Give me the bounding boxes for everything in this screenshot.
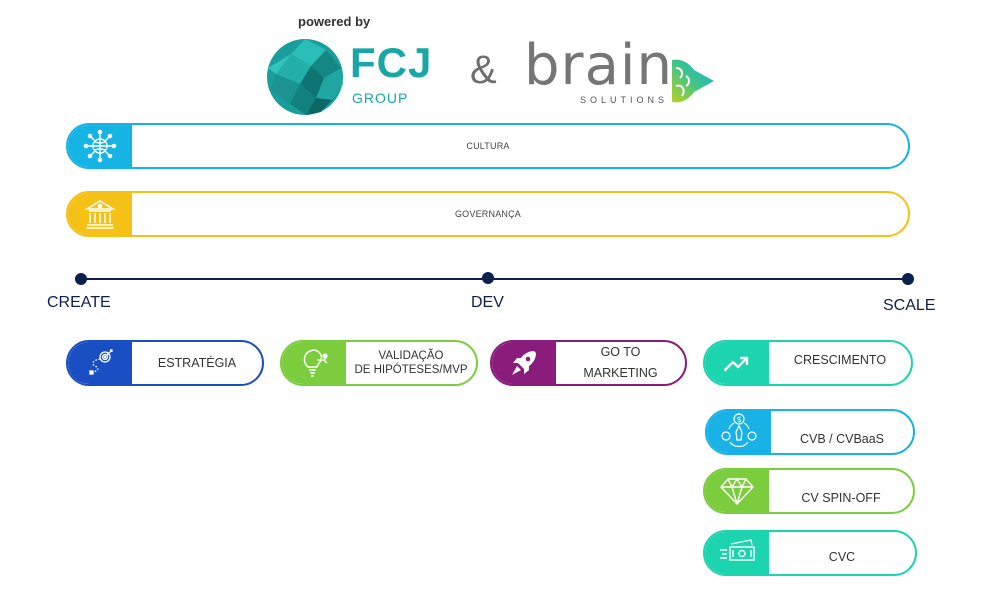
gotomarket-pill: GO TO MARKETING [490,340,687,386]
cvb-label: CVB / CVBaaS [799,431,885,446]
validacao-line2: DE HIPÓTESES/MVP [354,364,468,376]
validacao-label: VALIDAÇÃO DE HIPÓTESES/MVP [346,349,476,378]
governanca-label: GOVERNANÇA [454,209,521,219]
brain-wordmark: brain [524,33,673,98]
institution-building-icon [68,193,132,235]
cvc-label: CVC [828,549,856,564]
gotomarket-line1: GO TO [600,344,641,359]
fcj-wordmark: FCJ [350,39,433,86]
cultura-label: CULTURA [466,141,510,151]
estrategia-pill: ESTRATÉGIA [66,340,264,386]
timeline-dot-dev [482,272,494,284]
validacao-line1: VALIDAÇÃO [378,349,444,362]
trend-up-icon [705,342,769,384]
brain-play-icon [672,59,714,103]
fcj-sphere-logo [267,39,343,115]
spinoff-pill: CV SPIN-OFF [703,468,915,514]
estrategia-label: ESTRATÉGIA [157,355,237,370]
ampersand: & [470,48,497,92]
gotomarket-label: GO TO MARKETING [556,342,685,384]
stage-dev: DEV [471,294,504,311]
cvc-pill: CVC [703,530,917,576]
svg-text:$: $ [737,415,742,424]
crescimento-pill: CRESCIMENTO [703,340,913,386]
timeline-line [80,278,908,280]
crescimento-label: CRESCIMENTO [793,352,887,367]
lightbulb-icon [282,342,346,384]
cvb-pill: $ CVB / CVBaaS [705,409,915,455]
money-flow-icon [705,532,769,574]
stage-scale: SCALE [883,297,936,314]
validacao-pill: VALIDAÇÃO DE HIPÓTESES/MVP [280,340,478,386]
rocket-icon [492,342,556,384]
timeline-dot-scale [902,273,914,285]
spinoff-label: CV SPIN-OFF [801,490,881,505]
governanca-bar: GOVERNANÇA [66,191,910,237]
network-globe-icon [68,125,132,167]
cultura-bar: CULTURA [66,123,910,169]
investment-cycle-icon: $ [707,411,771,453]
timeline-dot-create [75,273,87,285]
gotomarket-line2: MARKETING [583,366,658,380]
powered-by-label: powered by [298,14,371,29]
stage-create: CREATE [47,294,111,311]
brain-solutions-label: SOLUTIONS [580,95,669,105]
fcj-group-label: GROUP [352,90,409,106]
diamond-icon [705,470,769,512]
target-path-icon [68,342,132,384]
